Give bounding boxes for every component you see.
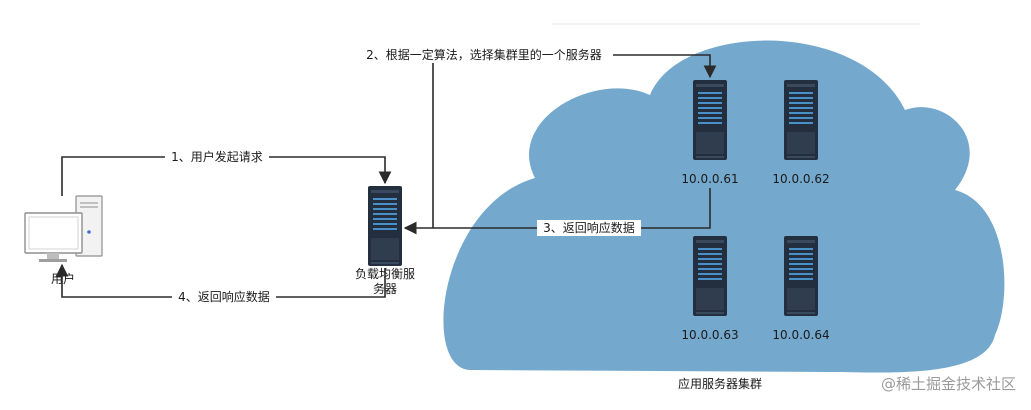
edge-step4-label-bg	[172, 289, 276, 305]
server-label-64: 10.0.0.64	[772, 328, 829, 342]
server-icon-62[interactable]	[784, 80, 818, 160]
server-icon-63[interactable]	[693, 236, 727, 316]
user-label: 用户	[51, 271, 75, 286]
edge-step1-label-bg	[165, 149, 269, 165]
edge-step2-label-bg	[355, 47, 613, 63]
user-computer-icon[interactable]	[24, 195, 103, 262]
watermark: @稀土掘金技术社区	[881, 375, 1016, 393]
edge-step3	[403, 188, 711, 235]
server-label-61: 10.0.0.61	[681, 172, 738, 186]
edge-step1-label: 1、用户发起请求	[171, 149, 263, 164]
server-icon-61[interactable]	[693, 80, 727, 160]
edge-step3-label-bg	[537, 220, 641, 236]
cluster-cloud	[443, 40, 1005, 373]
server-icon-64[interactable]	[784, 236, 818, 316]
server-label-62: 10.0.0.62	[772, 172, 829, 186]
server-label-63: 10.0.0.63	[681, 328, 738, 342]
cluster-label: 应用服务器集群	[678, 376, 762, 391]
edge-step4-label: 4、返回响应数据	[178, 289, 270, 304]
load-balancer-icon[interactable]	[368, 186, 402, 266]
edge-step3-label: 3、返回响应数据	[543, 220, 635, 235]
edge-step2-label: 2、根据一定算法，选择集群里的一个服务器	[366, 47, 602, 62]
